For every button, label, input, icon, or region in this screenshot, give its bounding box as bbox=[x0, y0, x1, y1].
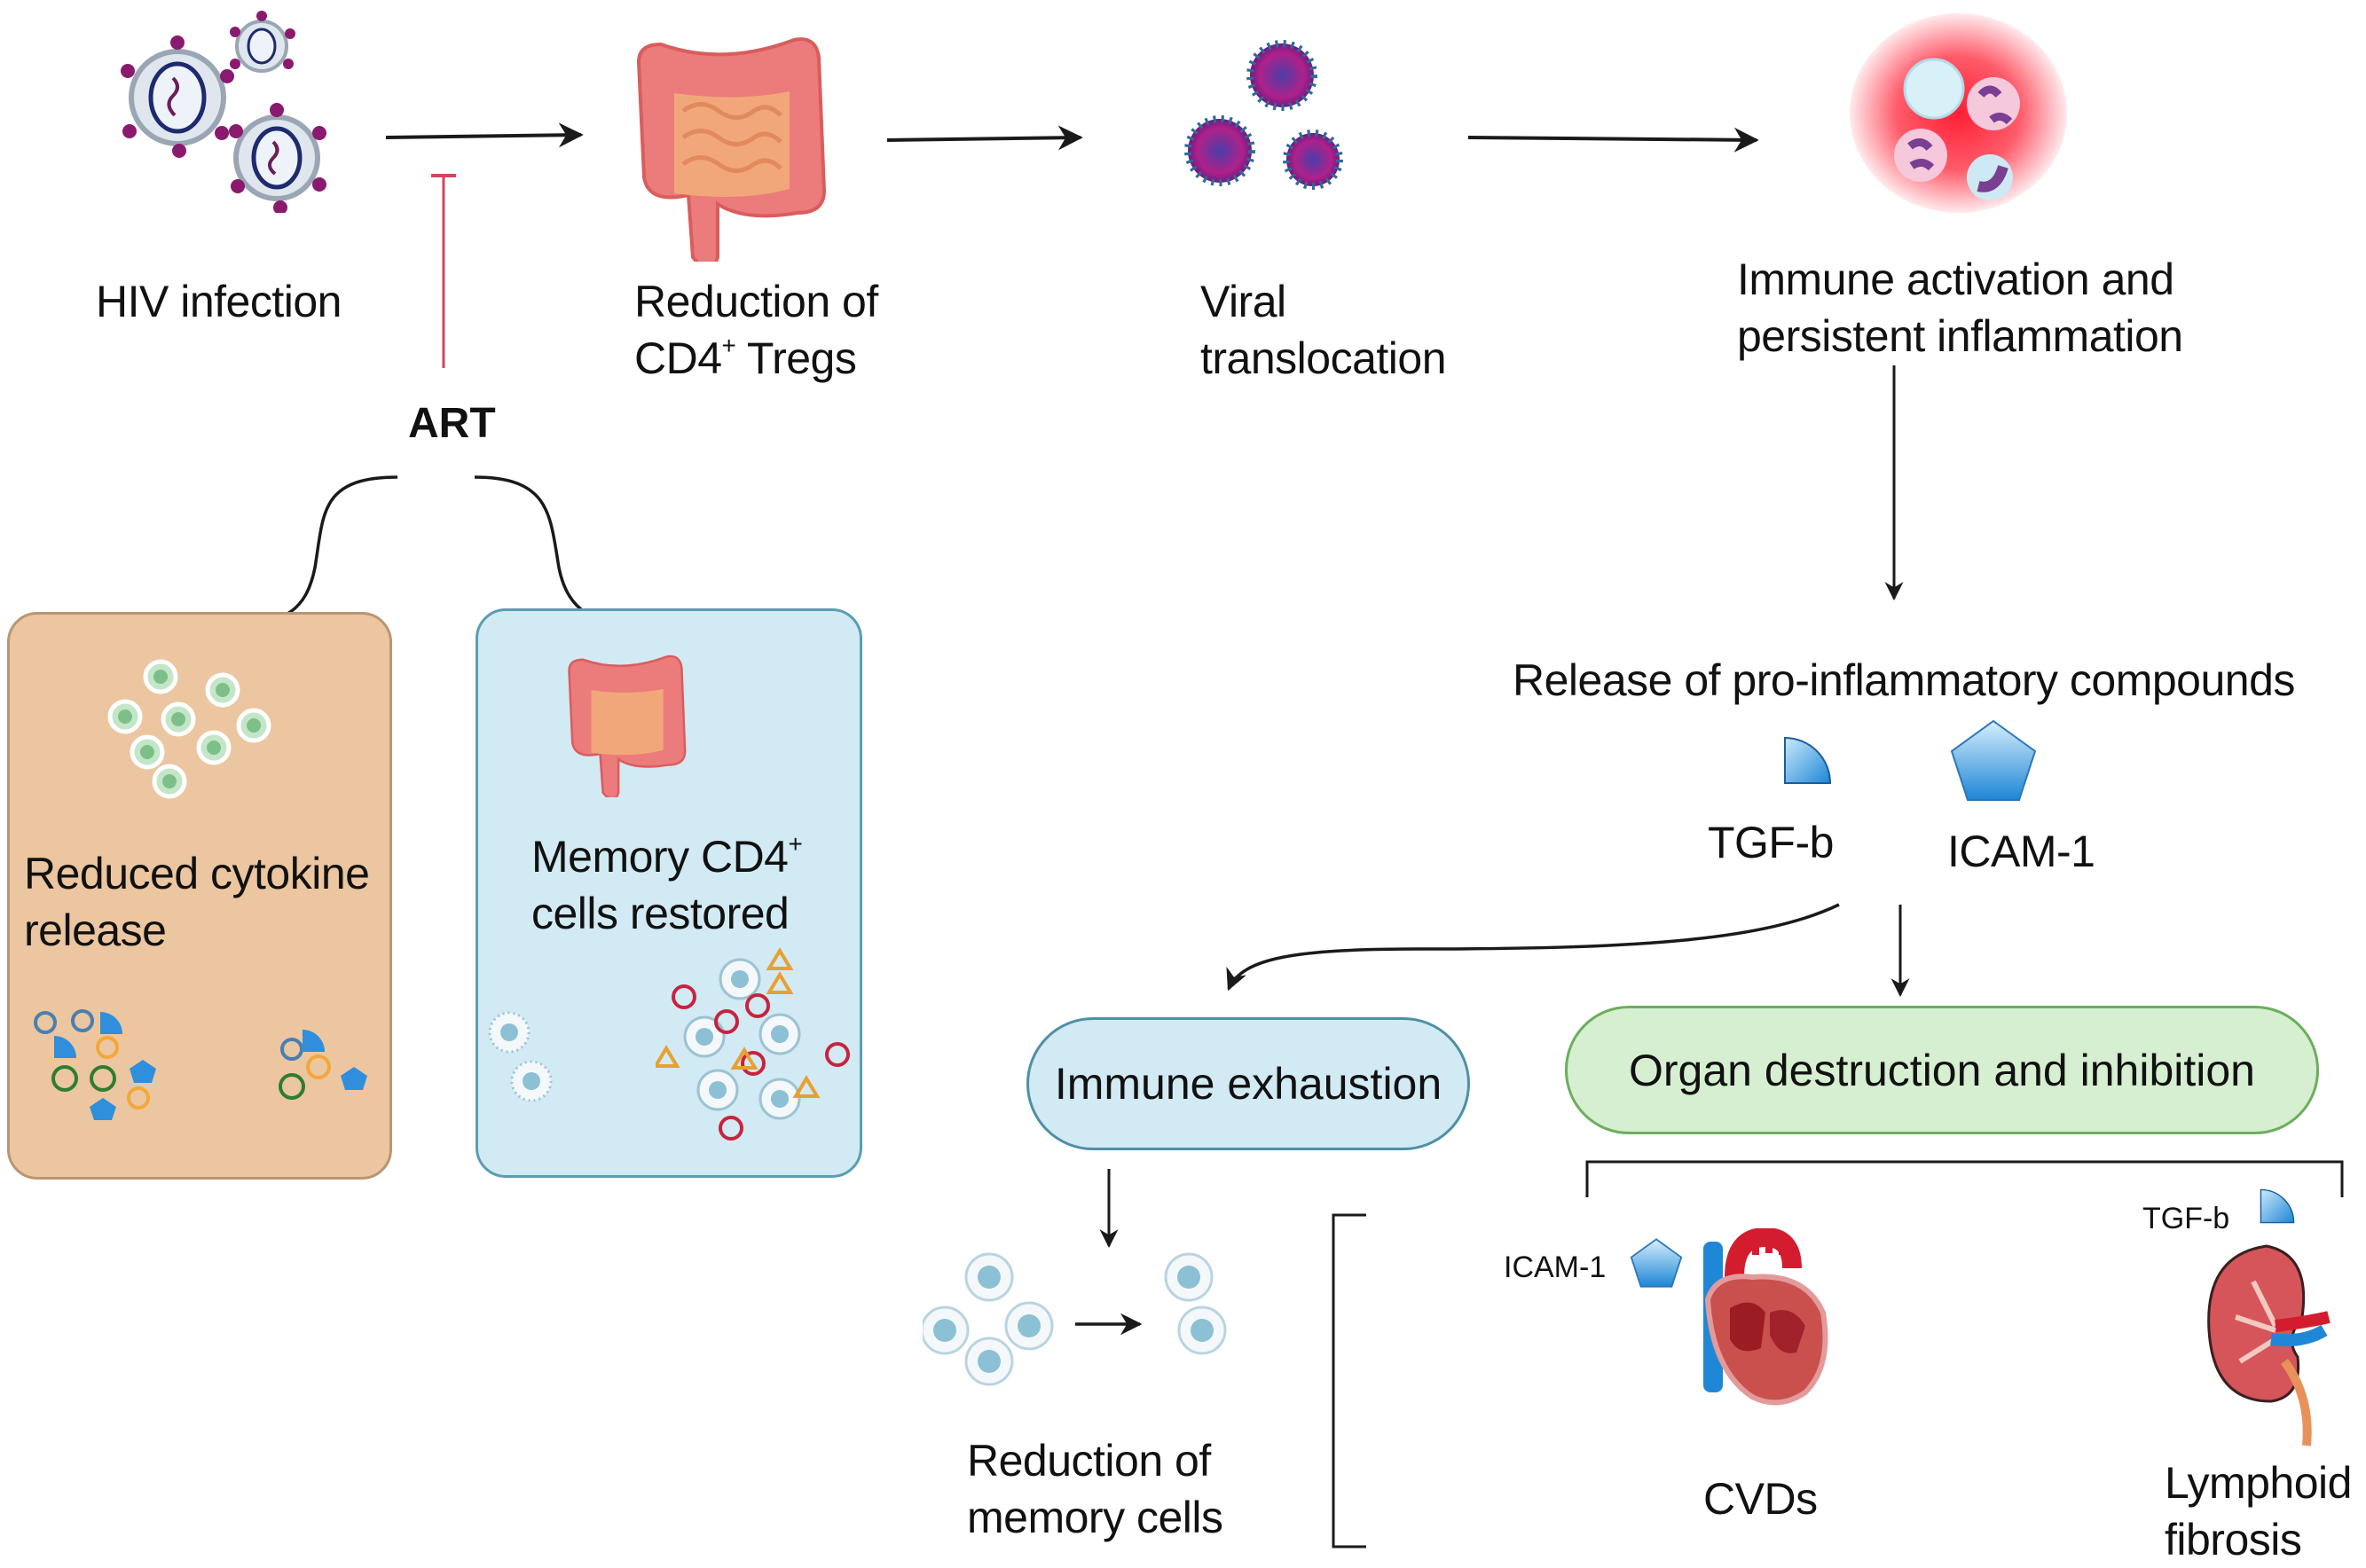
cvds-marker-label: ICAM-1 bbox=[1504, 1250, 1607, 1284]
viral-translocation-line1: Viral bbox=[1200, 277, 1286, 326]
cvds-label: CVDs bbox=[1703, 1474, 1818, 1524]
cytokine-molecules-after-icon bbox=[279, 1030, 367, 1100]
memory-cells-few-icon bbox=[1164, 1252, 1227, 1355]
viral-translocation-line2: translocation bbox=[1200, 333, 1447, 383]
immune-activation-line1: Immune activation and bbox=[1737, 255, 2174, 304]
arrow-art-to-cytokine bbox=[241, 475, 398, 634]
memory-restored-label: Memory CD4+ cells restored bbox=[531, 828, 803, 942]
icam-1-label: ICAM-1 bbox=[1947, 827, 2095, 876]
arrow-tregs-to-viral bbox=[886, 125, 1083, 151]
memory-restored-line2: cells restored bbox=[531, 889, 790, 938]
arrow-hiv-to-tregs bbox=[385, 122, 584, 148]
quarter-circle-icon bbox=[1784, 736, 1832, 784]
immune-activation-line2: persistent inflammation bbox=[1737, 311, 2183, 361]
viral-translocation-label: Viral translocation bbox=[1200, 273, 1447, 387]
immune-activation-label: Immune activation and persistent inflamm… bbox=[1737, 251, 2183, 365]
superscript-plus: + bbox=[788, 830, 803, 858]
memory-restored-line1: Memory CD4+ bbox=[531, 828, 803, 885]
cd4-text: CD4 bbox=[634, 333, 722, 383]
lymphoid-line1: Lymphoid bbox=[2165, 1458, 2352, 1508]
immune-exhaustion-node: Immune exhaustion bbox=[1026, 1017, 1470, 1150]
virus-particles-icon bbox=[1184, 40, 1343, 190]
arrow-art-to-memory bbox=[474, 475, 650, 639]
quarter-circle-icon bbox=[2260, 1188, 2295, 1224]
arrow-viral-to-immune bbox=[1467, 127, 1759, 153]
reduced-cytokine-line1: Reduced cytokine bbox=[24, 849, 370, 898]
bracket-organ bbox=[1585, 1160, 2344, 1197]
pentagon-icon bbox=[1950, 719, 2037, 801]
intestine-icon bbox=[636, 37, 827, 262]
organ-destruction-node: Organ destruction and inhibition bbox=[1565, 1006, 2319, 1134]
memory-restored-box: Memory CD4+ cells restored bbox=[476, 608, 862, 1178]
lymphoid-marker-label: TGF-b bbox=[2142, 1202, 2230, 1235]
reduction-tregs-label: Reduction of CD4+ Tregs bbox=[634, 273, 878, 387]
tregs-text: Tregs bbox=[735, 333, 857, 383]
reduced-cytokine-box: Reduced cytokine release bbox=[7, 612, 392, 1180]
hiv-infection-label: HIV infection bbox=[96, 277, 342, 326]
pentagon-icon bbox=[1630, 1238, 1683, 1288]
lymphoid-line2: fibrosis bbox=[2165, 1515, 2302, 1564]
reduced-cytokine-line2: release bbox=[24, 906, 167, 955]
superscript-plus: + bbox=[721, 332, 736, 359]
green-cells-icon bbox=[107, 659, 271, 799]
memory-cells-after-icon bbox=[656, 947, 850, 1141]
intestine-small-icon bbox=[568, 655, 687, 797]
inflammation-cells-icon bbox=[1850, 13, 2067, 213]
hiv-virus-icon bbox=[121, 11, 326, 213]
bracket-left bbox=[1332, 1213, 1366, 1548]
reduction-memory-label: Reduction of memory cells bbox=[967, 1432, 1223, 1546]
memory-cells-before-icon bbox=[488, 1011, 553, 1102]
art-label: ART bbox=[408, 400, 496, 447]
reduction-tregs-line1: Reduction of bbox=[634, 277, 878, 326]
reduction-memory-line1: Reduction of bbox=[967, 1436, 1211, 1486]
reduction-memory-line2: memory cells bbox=[967, 1493, 1223, 1542]
cytokine-molecules-before-icon bbox=[34, 1009, 156, 1120]
memory-cells-many-icon bbox=[923, 1252, 1054, 1386]
memory-cd4-text: Memory CD4 bbox=[531, 832, 789, 882]
reduction-tregs-line2: CD4+ Tregs bbox=[634, 330, 878, 387]
organ-destruction-label: Organ destruction and inhibition bbox=[1628, 1045, 2255, 1095]
arrow-release-to-exhaustion bbox=[1226, 903, 1840, 992]
lymphoid-fibrosis-label: Lymphoid fibrosis bbox=[2165, 1454, 2352, 1568]
immune-exhaustion-label: Immune exhaustion bbox=[1054, 1059, 1442, 1109]
tgf-b-label: TGF-b bbox=[1708, 818, 1834, 867]
release-compounds-heading: Release of pro-inflammatory compounds bbox=[1513, 655, 2295, 705]
reduced-cytokine-label: Reduced cytokine release bbox=[24, 845, 370, 959]
kidney-icon bbox=[2207, 1244, 2331, 1446]
heart-icon bbox=[1703, 1228, 1828, 1406]
